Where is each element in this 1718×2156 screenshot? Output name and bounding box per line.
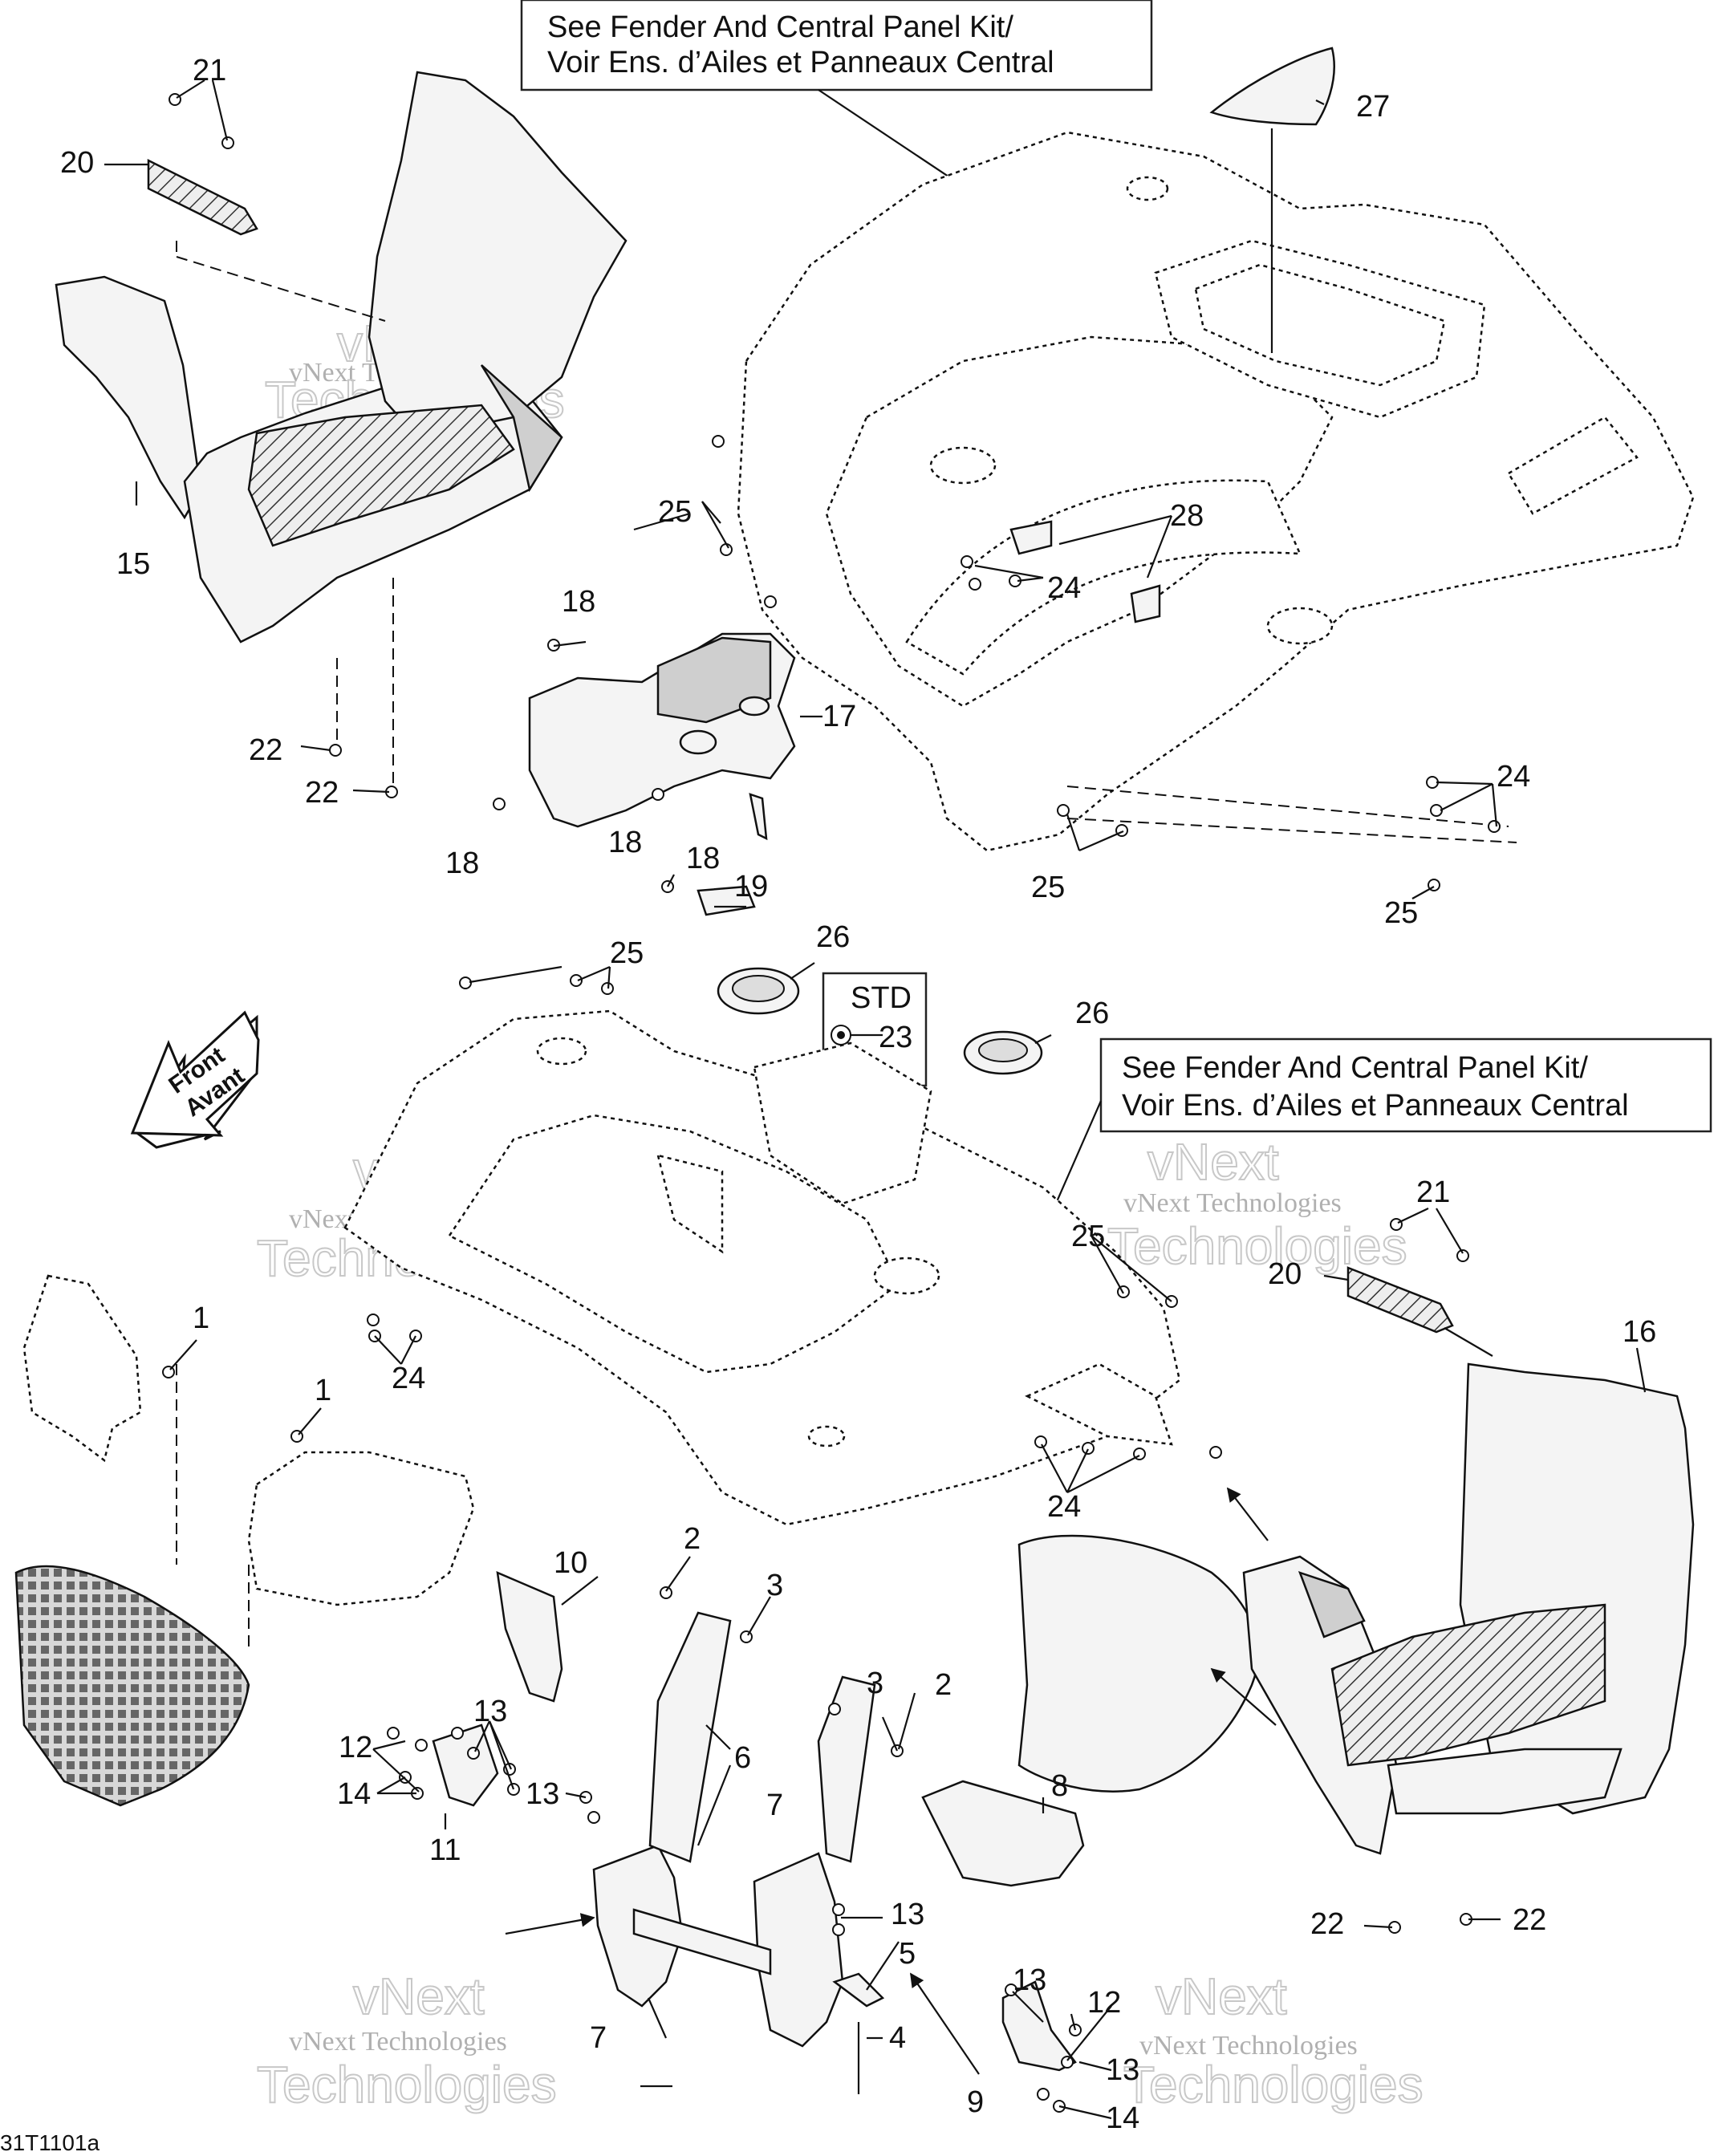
note-mid-line1: See Fender And Central Panel Kit/ (1122, 1051, 1588, 1085)
callout-25-mid-a: 25 (610, 936, 644, 970)
callout-6: 6 (734, 1741, 751, 1775)
callout-25-top-b: 25 (1031, 871, 1065, 904)
std-label: STD (851, 981, 912, 1015)
callout-27: 27 (1356, 90, 1390, 124)
callout-16: 16 (1623, 1315, 1656, 1349)
watermark-text: vNext Technologies (1123, 1188, 1342, 1218)
callout-3-a: 3 (766, 1569, 783, 1602)
callout-labels: 21 20 15 22 22 27 28 24 24 25 25 25 18 1… (60, 54, 1656, 2135)
callout-17: 17 (822, 700, 856, 733)
callout-8: 8 (1051, 1769, 1068, 1803)
watermark-large-text: Technologies (257, 2056, 557, 2113)
bracket-19 (697, 793, 768, 916)
callout-13-center: 13 (891, 1898, 924, 1931)
watermark-large-text: vNext (1147, 1133, 1279, 1191)
callout-13-right-b: 13 (1106, 2053, 1139, 2087)
callout-24-mid-right: 24 (1047, 1490, 1081, 1524)
callout-18-c: 18 (445, 847, 479, 880)
callout-22-left-b: 22 (305, 776, 339, 810)
callout-15: 15 (116, 547, 150, 581)
note-mid-line2: Voir Ens. d’Ailes et Panneaux Central (1122, 1089, 1629, 1123)
plugs-28 (1009, 520, 1161, 623)
right-footrest-assembly (1017, 1362, 1695, 1855)
watermark-large-text: vNext (1155, 1967, 1287, 2025)
callout-25-mid-b: 25 (1071, 1220, 1105, 1253)
callout-21-right: 21 (1416, 1175, 1450, 1209)
deflector-17 (528, 632, 796, 828)
note-top-line1: See Fender And Central Panel Kit/ (547, 10, 1013, 44)
callout-26-a: 26 (816, 920, 850, 954)
drawing-code: 31T1101a (0, 2130, 100, 2155)
callout-13-left-b: 13 (526, 1777, 559, 1811)
callout-18-b: 18 (608, 826, 642, 859)
footrest-plate-20b (1346, 1266, 1454, 1334)
front-direction-arrow: Front Avant (130, 1010, 260, 1149)
callout-13-right-a: 13 (1013, 1963, 1046, 1997)
callout-21-top-left: 21 (193, 54, 226, 87)
callout-24-top-right-a: 24 (1047, 571, 1081, 605)
callout-2-a: 2 (684, 1522, 701, 1556)
callout-22-right-b: 22 (1513, 1903, 1546, 1937)
note-top-line2: Voir Ens. d’Ailes et Panneaux Central (547, 46, 1054, 79)
watermark-text: vNext Technologies (289, 2027, 507, 2057)
callout-5: 5 (899, 1937, 916, 1971)
callout-25-top-a: 25 (658, 495, 692, 529)
plug-26b (963, 1030, 1043, 1075)
watermark-large-text: Technologies (1123, 2056, 1424, 2113)
leader-lines (104, 79, 1647, 2120)
callout-20-right: 20 (1268, 1257, 1302, 1291)
plug-26a (717, 967, 800, 1015)
std-box: STD (822, 972, 928, 1087)
callout-18-d: 18 (686, 842, 720, 875)
pad-27 (1209, 47, 1335, 353)
callout-13-left-a: 13 (473, 1695, 507, 1728)
footrest-plate-20a (147, 158, 386, 322)
callout-14-right: 14 (1106, 2101, 1139, 2135)
callout-14-left: 14 (337, 1777, 371, 1811)
left-footrest-assembly (55, 71, 627, 794)
callout-26-b: 26 (1075, 997, 1109, 1030)
callout-9: 9 (967, 2085, 984, 2119)
callout-22-left-a: 22 (249, 733, 282, 767)
front-grille-panels (14, 1274, 475, 1807)
callout-22-right-a: 22 (1310, 1907, 1344, 1941)
callout-7-b: 7 (590, 2021, 607, 2055)
callout-25-top-c: 25 (1384, 896, 1418, 930)
rear-fender-assembly (737, 131, 1695, 852)
callout-3-b: 3 (867, 1667, 883, 1700)
callout-2-b: 2 (935, 1668, 952, 1702)
callout-20-top-left: 20 (60, 146, 94, 180)
callout-24-mid-left: 24 (392, 1362, 425, 1395)
callout-1-a: 1 (193, 1301, 209, 1335)
callout-18-a: 18 (562, 585, 595, 619)
note-box-top: See Fender And Central Panel Kit/ Voir E… (520, 0, 1153, 254)
callout-24-top-right-b: 24 (1497, 760, 1530, 794)
note-box-middle: See Fender And Central Panel Kit/ Voir E… (997, 1037, 1712, 1334)
callout-4: 4 (889, 2021, 906, 2055)
callout-12-right: 12 (1087, 1986, 1121, 2020)
front-fender-assembly (343, 1009, 1181, 1526)
watermark-large-text: Technologies (1107, 1217, 1407, 1275)
watermark-text: vNext Technologies (1139, 2031, 1358, 2061)
callout-28: 28 (1170, 499, 1204, 533)
watermark-large-text: vNext (353, 1967, 485, 2025)
callout-10: 10 (554, 1546, 587, 1580)
callout-11: 11 (429, 1833, 461, 1867)
callout-7-a: 7 (766, 1789, 783, 1822)
callout-12-left: 12 (339, 1731, 372, 1764)
callout-23: 23 (879, 1021, 912, 1054)
front-bumper-assembly (432, 1570, 1085, 2094)
callout-19: 19 (734, 870, 768, 903)
callout-1-b: 1 (315, 1374, 331, 1407)
